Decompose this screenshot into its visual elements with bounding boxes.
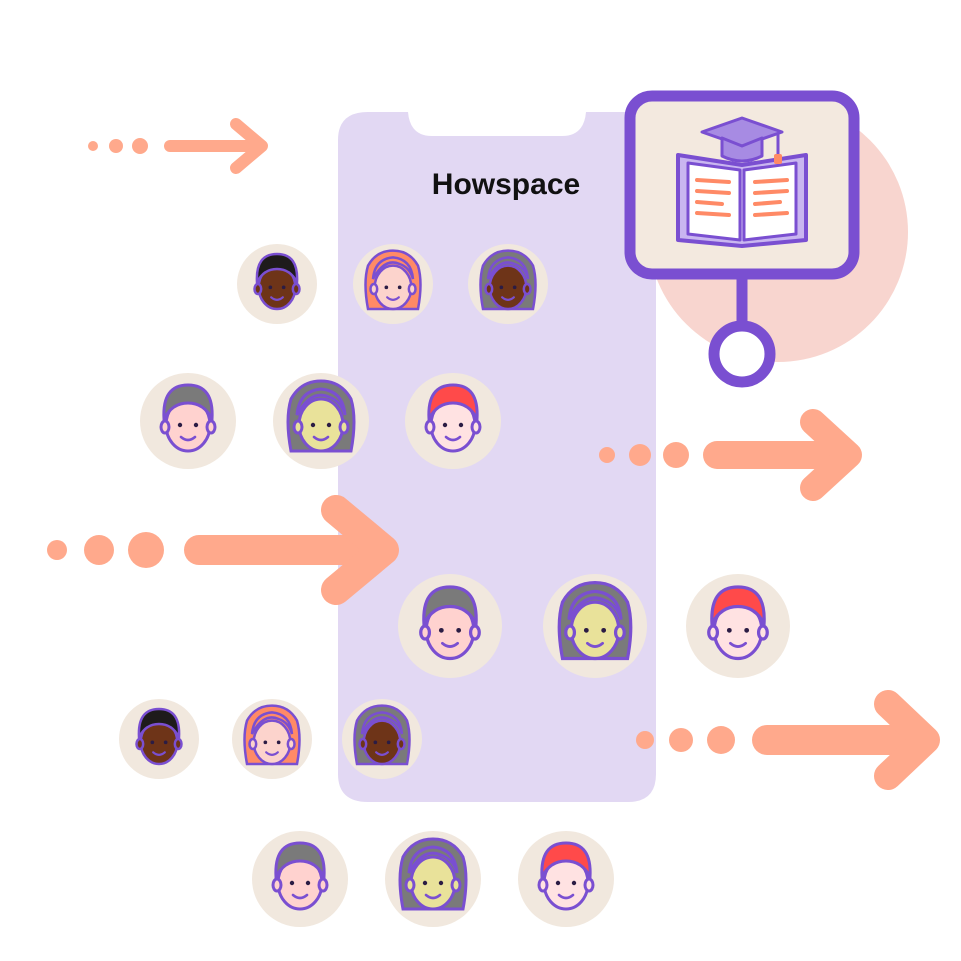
avatar (518, 831, 614, 927)
avatar (398, 574, 502, 678)
brand-logo: Howspace (432, 168, 580, 201)
avatar (405, 373, 501, 469)
arrow-top-left (88, 118, 268, 174)
arrow-bottom-right (636, 690, 940, 790)
arrow-middle-right (599, 409, 862, 501)
avatar (385, 831, 481, 927)
avatar (468, 244, 548, 324)
avatar (140, 373, 236, 469)
avatar (273, 373, 369, 469)
avatar (119, 699, 199, 779)
avatar (252, 831, 348, 927)
book-board-sign (624, 90, 860, 388)
avatar (237, 244, 317, 324)
avatar (543, 574, 647, 678)
avatar (686, 574, 790, 678)
avatar-group (119, 244, 790, 927)
arrow-middle-left (47, 495, 399, 605)
avatar (353, 244, 433, 324)
avatar (342, 699, 422, 779)
avatar (232, 699, 312, 779)
open-book-graduation-cap-icon (676, 116, 808, 248)
